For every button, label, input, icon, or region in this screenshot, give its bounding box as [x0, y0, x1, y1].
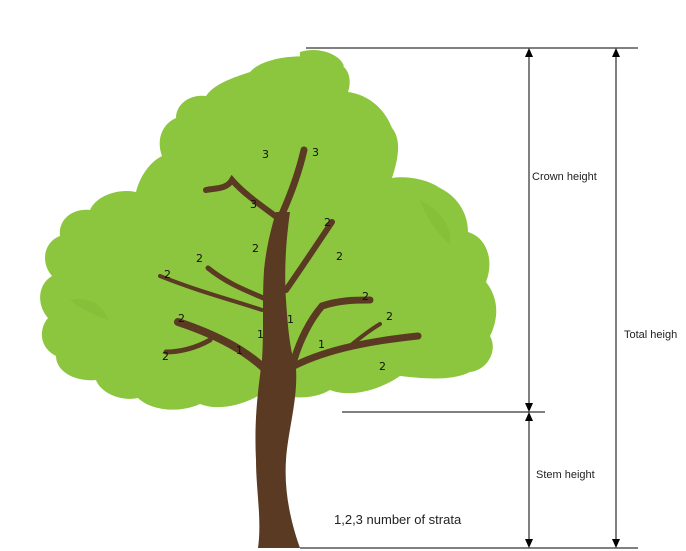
- arrow-head-icon: [525, 539, 533, 548]
- strata-legend: 1,2,3 number of strata: [334, 512, 462, 527]
- strata-number: 2: [164, 268, 171, 281]
- measurement-lines: [300, 47, 638, 549]
- arrow-head-icon: [525, 412, 533, 421]
- strata-number: 1: [287, 313, 294, 326]
- strata-number: 2: [324, 216, 331, 229]
- strata-number-labels: 3 3 3 2 2 2 2 2 2 2 2 2 2 1 1 1 1: [162, 146, 393, 373]
- tree-crown: [40, 49, 497, 410]
- strata-number: 2: [252, 242, 259, 255]
- strata-number: 2: [336, 250, 343, 263]
- strata-number: 2: [362, 290, 369, 303]
- strata-number: 2: [386, 310, 393, 323]
- strata-number: 2: [379, 360, 386, 373]
- arrow-head-icon: [525, 48, 533, 57]
- strata-number: 1: [236, 344, 243, 357]
- strata-number: 3: [250, 198, 257, 211]
- strata-number: 2: [162, 350, 169, 363]
- total-height-label: Total heigh: [624, 329, 677, 341]
- arrow-heads: [525, 48, 620, 548]
- strata-number: 3: [262, 148, 269, 161]
- strata-number: 2: [196, 252, 203, 265]
- crown-height-label: Crown height: [532, 171, 597, 183]
- strata-number: 1: [318, 338, 325, 351]
- strata-number: 2: [178, 312, 185, 325]
- tree-trunk: [158, 146, 422, 548]
- arrow-head-icon: [612, 48, 620, 57]
- arrow-head-icon: [525, 403, 533, 412]
- arrow-head-icon: [612, 539, 620, 548]
- strata-number: 3: [312, 146, 319, 159]
- stem-height-label: Stem height: [536, 469, 595, 481]
- strata-number: 1: [257, 328, 264, 341]
